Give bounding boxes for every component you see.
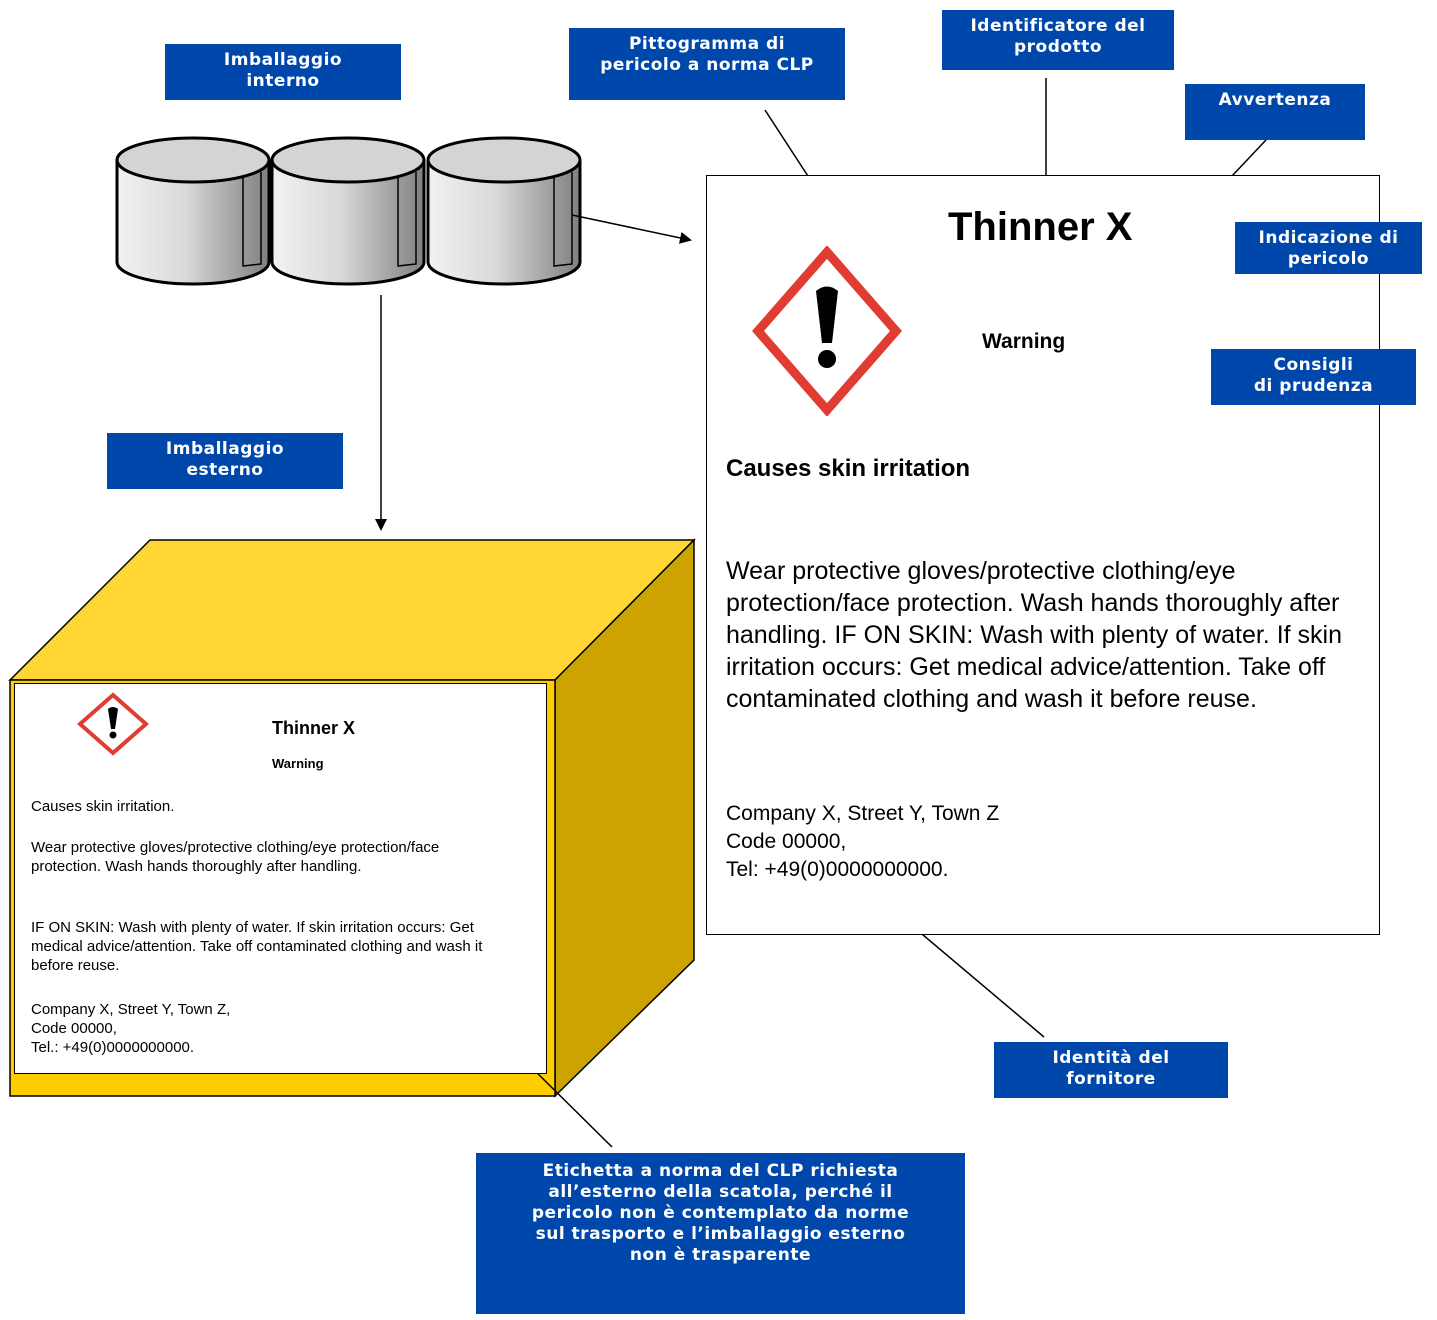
drum-icon xyxy=(115,136,271,286)
callout-line: Etichetta a norma del CLP richiesta xyxy=(542,1161,899,1181)
callout-line: pericolo non è contemplato da norme xyxy=(531,1203,910,1223)
supplier-line: Code 00000, xyxy=(31,1020,117,1037)
callout-line: Imballaggio xyxy=(165,439,285,459)
callout-outer-packaging: Imballaggio esterno xyxy=(107,433,343,489)
callout-line: all’esterno della scatola, perché il xyxy=(548,1182,893,1202)
big-label-product: Thinner X xyxy=(948,205,1133,249)
callout-note: Etichetta a norma del CLP richiesta all’… xyxy=(476,1153,965,1314)
callout-precautionary: Consigli di prudenza xyxy=(1211,349,1416,405)
callout-supplier-identity: Identità del fornitore xyxy=(994,1042,1228,1098)
callout-hazard-statement: Indicazione di pericolo xyxy=(1235,222,1422,274)
inner-drums xyxy=(115,136,582,286)
callout-line: Identificatore del xyxy=(970,16,1146,36)
callout-line: esterno xyxy=(186,460,264,480)
supplier-line: Tel: +49(0)0000000000. xyxy=(726,858,949,881)
callout-line: di prudenza xyxy=(1253,376,1374,396)
callout-line: Imballaggio xyxy=(223,50,343,70)
drum-icon xyxy=(270,136,426,286)
callout-inner-packaging: Imballaggio interno xyxy=(165,44,401,100)
callout-product-identifier: Identificatore del prodotto xyxy=(942,10,1174,70)
drum-icon xyxy=(426,136,582,286)
callout-line: Identità del xyxy=(1052,1048,1170,1068)
big-label-precautions: Wear protective gloves/protective clothi… xyxy=(726,557,1342,713)
exclamation-mark-ghs07-icon xyxy=(77,692,149,756)
supplier-line: Company X, Street Y, Town Z, xyxy=(31,1001,231,1018)
callout-line: non è trasparente xyxy=(629,1245,812,1265)
small-label-product: Thinner X xyxy=(272,718,356,738)
callout-line: Consigli xyxy=(1273,355,1354,375)
callout-line: prodotto xyxy=(1013,37,1102,57)
callout-line: Pittogramma di xyxy=(628,34,786,54)
callout-line: Indicazione di xyxy=(1258,228,1399,248)
small-label-supplier: Company X, Street Y, Town Z, Code 00000,… xyxy=(31,1000,511,1057)
big-label-hazard: Causes skin irritation xyxy=(726,455,971,482)
callout-line: fornitore xyxy=(1066,1069,1156,1089)
small-label-signal-word: Warning xyxy=(272,756,324,771)
exclamation-mark-ghs07-icon xyxy=(752,246,902,416)
supplier-line: Company X, Street Y, Town Z xyxy=(726,802,1000,825)
arrow-drum-to-label xyxy=(571,214,692,244)
big-label-supplier: Company X, Street Y, Town Z Code 00000, … xyxy=(726,800,999,884)
small-label-hazard: Causes skin irritation. xyxy=(31,798,175,815)
big-label-signal-word: Warning xyxy=(982,330,1066,353)
callout-line: Avvertenza xyxy=(1218,90,1332,110)
callout-line: sul trasporto e l’imballaggio esterno xyxy=(535,1224,906,1244)
callout-line: pericolo a norma CLP xyxy=(600,55,814,75)
callout-line: pericolo xyxy=(1287,249,1370,269)
callout-signal-word: Avvertenza xyxy=(1185,84,1365,140)
supplier-line: Code 00000, xyxy=(726,830,847,853)
supplier-line: Tel.: +49(0)0000000000. xyxy=(31,1039,195,1056)
callout-pictogram: Pittogramma di pericolo a norma CLP xyxy=(569,28,845,100)
arrow-note xyxy=(525,1061,613,1148)
box-clp-label xyxy=(14,683,547,1074)
small-label-precaution-2: IF ON SKIN: Wash with plenty of water. I… xyxy=(31,919,483,974)
small-label-precaution-1: Wear protective gloves/protective clothi… xyxy=(31,839,440,875)
callout-line: interno xyxy=(246,71,320,91)
